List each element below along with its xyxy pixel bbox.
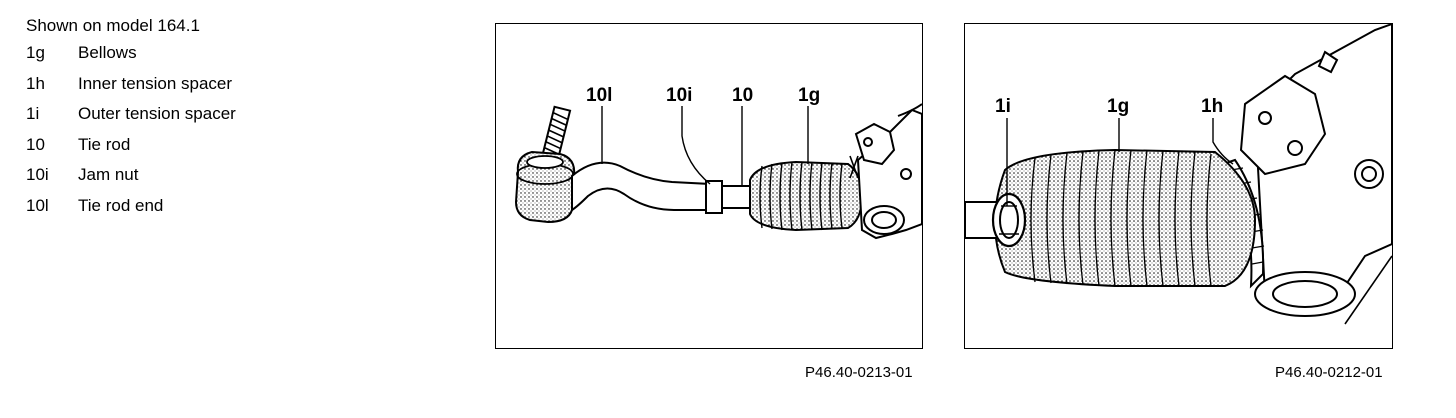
legend-code: 1g	[26, 43, 45, 62]
legend-label: Tie rod end	[78, 195, 164, 215]
callout-leaders	[1006, 118, 1234, 206]
figure-caption: P46.40-0213-01	[805, 364, 913, 381]
jam-nut	[705, 180, 723, 214]
legend-code: 10	[26, 134, 45, 154]
callout-10l: 10l	[586, 85, 612, 106]
callout-10i: 10i	[666, 85, 692, 106]
legend-code: 10i	[26, 165, 49, 184]
legend-label: Outer tension spacer	[78, 104, 236, 123]
legend-item: 1g Bellows	[26, 43, 236, 74]
steering-gear-housing	[1239, 24, 1392, 325]
callout-1h: 1h	[1201, 96, 1223, 117]
legend-heading: Shown on model 164.1	[26, 16, 200, 35]
callout-1g: 1g	[798, 85, 820, 106]
legend-label: Jam nut	[78, 165, 139, 184]
legend-item: 10l Tie rod end	[26, 196, 236, 227]
legend-label: Tie rod	[78, 134, 131, 154]
legend-code: 1i	[26, 104, 40, 123]
figure-caption: P46.40-0212-01	[1275, 364, 1383, 381]
figure-tie-rod-assembly: 10l 10i 10 1g	[495, 23, 923, 349]
bellows	[749, 160, 864, 232]
legend-label: Inner tension spacer	[78, 73, 233, 93]
ball-joint-housing	[514, 150, 576, 224]
legend: Shown on model 164.1 1g Bellows 1h Inner…	[26, 16, 236, 226]
bellows	[994, 148, 1257, 287]
legend-item: 1h Inner tension spacer	[26, 74, 236, 105]
legend-label: Bellows	[78, 43, 137, 62]
tie-rod-end-arm	[571, 161, 711, 212]
tie-rod	[721, 185, 753, 209]
callout-1g: 1g	[1107, 96, 1129, 117]
tie-rod-illustration: 10l 10i 10 1g	[514, 85, 922, 240]
figure-bellows-closeup: 1i 1g 1h	[964, 23, 1393, 349]
callout-leaders	[601, 106, 809, 186]
steering-gear-housing	[849, 103, 922, 240]
legend-code: 10l	[26, 195, 49, 215]
outer-tension-spacer	[965, 192, 1027, 248]
legend-item: 10 Tie rod	[26, 135, 236, 166]
bellows-illustration: 1i 1g 1h	[965, 24, 1392, 325]
callout-1i: 1i	[995, 96, 1011, 117]
legend-item: 1i Outer tension spacer	[26, 104, 236, 135]
legend-code: 1h	[26, 73, 45, 93]
legend-item: 10i Jam nut	[26, 165, 236, 196]
callout-10: 10	[732, 85, 753, 106]
